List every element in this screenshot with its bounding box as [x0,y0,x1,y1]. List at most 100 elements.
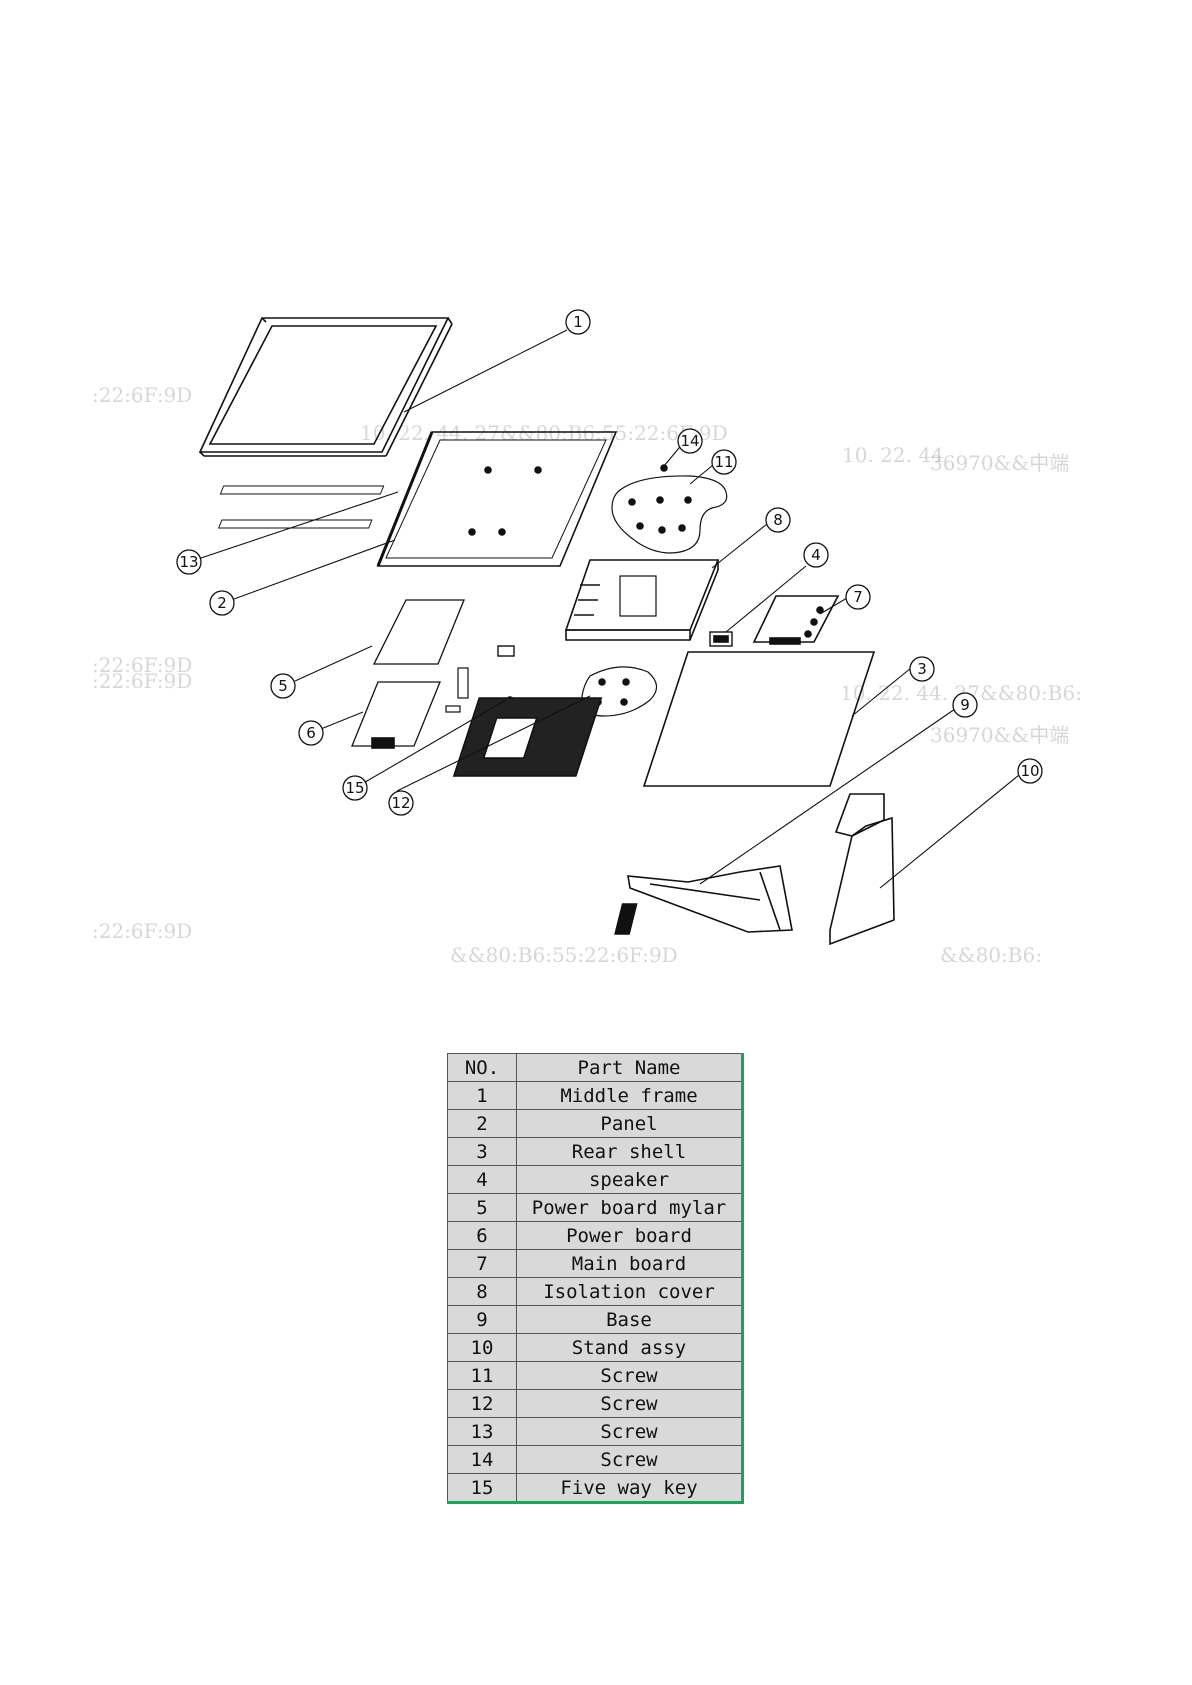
callout-7: 7 [845,584,871,610]
callout-4: 4 [803,542,829,568]
watermark-text: 36970&&中端 [930,723,1069,747]
callout-12: 12 [388,790,414,816]
cell-part-name: Rear shell [516,1137,743,1166]
cell-no: 9 [447,1305,517,1334]
callout-13: 13 [176,549,202,575]
callout-number: 10 [1020,762,1039,780]
cell-no: 12 [447,1389,517,1418]
header-part-name: Part Name [516,1053,743,1082]
callout-number: 11 [714,453,733,471]
callout-number: 9 [960,696,970,714]
watermark-text: 36970&&中端 [930,451,1069,475]
callout-1: 1 [565,309,591,335]
cell-no: 1 [447,1081,517,1110]
callout-number: 7 [853,588,863,606]
isolation-cover-part [564,559,720,641]
cell-no: 7 [447,1249,517,1278]
callout-number: 2 [217,594,227,612]
cell-part-name: Screw [516,1361,743,1390]
watermark-text: &&80:B6:55:22:6F:9D [450,943,678,967]
cell-part-name: Five way key [516,1473,743,1503]
cell-no: 10 [447,1333,517,1362]
middle-frame-part [198,317,453,457]
panel-part [217,431,618,567]
power-board-part [351,681,441,749]
callout-6: 6 [298,720,324,746]
cell-part-name: Panel [516,1109,743,1138]
screw-14 [660,464,668,472]
callout-2: 2 [209,590,235,616]
cell-no: 14 [447,1445,517,1474]
watermark-text: :22:6F:9D [92,653,192,677]
header-no: NO. [447,1053,517,1082]
callout-number: 14 [680,432,699,450]
cell-part-name: Screw [516,1445,743,1474]
cell-part-name: Power board mylar [516,1193,743,1222]
power-board-mylar-part [372,599,465,665]
callout-number: 3 [917,660,927,678]
stand-assy-part [614,793,895,946]
cell-part-name: Main board [516,1249,743,1278]
table-header-row: NO. Part Name [447,1053,743,1082]
callout-number: 8 [773,511,783,529]
cell-no: 5 [447,1193,517,1222]
watermark-text: :22:6F:9D [92,669,192,693]
key-part [497,645,515,657]
callout-10: 10 [1017,758,1043,784]
callout-3: 3 [909,656,935,682]
cell-part-name: speaker [516,1165,743,1194]
callout-number: 4 [811,546,821,564]
cell-part-name: Stand assy [516,1333,743,1362]
callout-number: 13 [179,553,198,571]
callout-9: 9 [952,692,978,718]
cell-part-name: Screw [516,1389,743,1418]
callout-15: 15 [342,775,368,801]
screw-set-11 [611,475,728,554]
watermark-text: :22:6F:9D [92,919,192,943]
cell-no: 11 [447,1361,517,1390]
cell-part-name: Isolation cover [516,1277,743,1306]
rear-shell-part [452,651,876,787]
callout-11: 11 [711,449,737,475]
main-board-part [752,595,840,645]
callout-14: 14 [677,428,703,454]
callout-number: 6 [306,724,316,742]
key-board-part [457,667,469,699]
speaker-part [709,631,733,647]
watermark-text: &&80:B6: [940,943,1042,967]
callout-5: 5 [270,673,296,699]
callout-number: 5 [278,677,288,695]
cell-no: 15 [447,1473,517,1503]
callout-number: 1 [573,313,583,331]
cell-part-name: Power board [516,1221,743,1250]
cell-no: 13 [447,1417,517,1446]
cell-part-name: Base [516,1305,743,1334]
base-part [627,865,793,933]
cell-no: 2 [447,1109,517,1138]
watermark-text: 10. 22. 44 [842,443,944,467]
cell-part-name: Middle frame [516,1081,743,1110]
cell-no: 3 [447,1137,517,1166]
callout-number: 12 [391,794,410,812]
watermark-text: :22:6F:9D [92,383,192,407]
callout-8: 8 [765,507,791,533]
cell-no: 4 [447,1165,517,1194]
cell-part-name: Screw [516,1417,743,1446]
watermark-text: 10. 22. 44. 27&&80:B6:55:22:6F:9D [360,421,728,445]
callout-number: 15 [345,779,364,797]
